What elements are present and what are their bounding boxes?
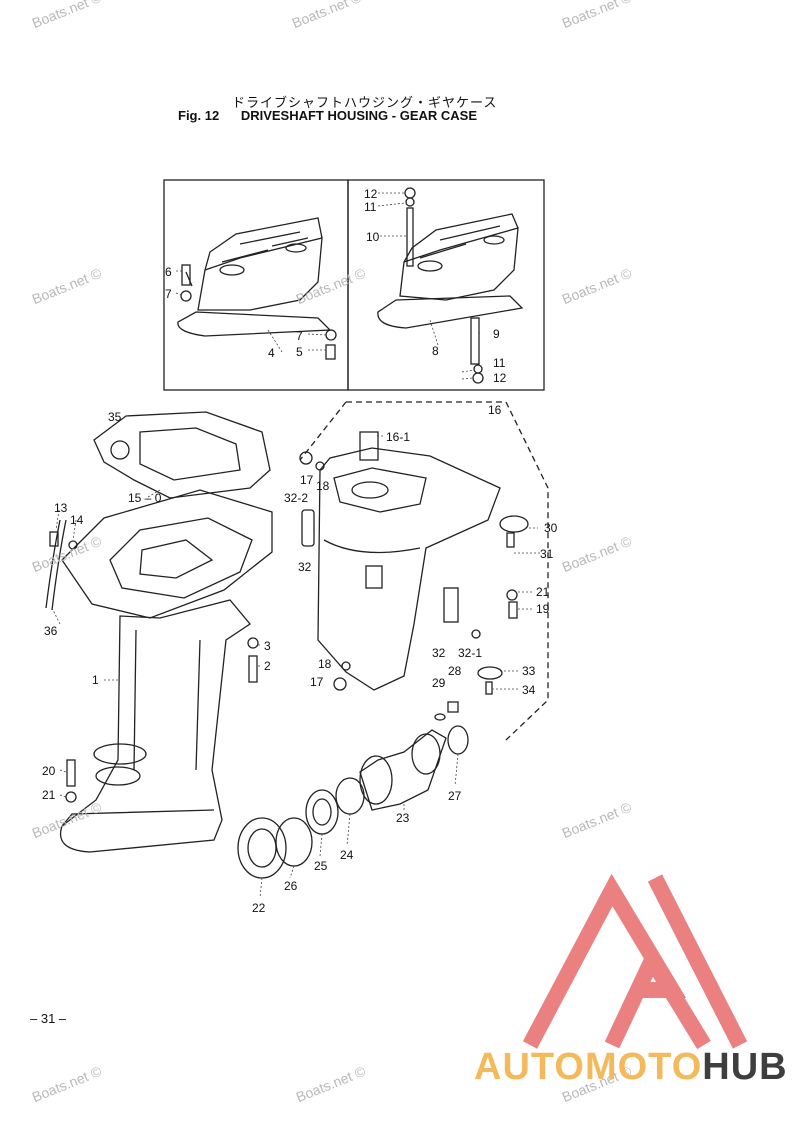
- callout-label: 35: [108, 410, 122, 424]
- page-number: – 31 –: [30, 1011, 67, 1026]
- callout-label: 7: [165, 287, 172, 301]
- callout-label: 14: [70, 513, 84, 527]
- inset-box-right: [347, 179, 545, 391]
- figure-caption: DRIVESHAFT HOUSING - GEAR CASE: [240, 108, 477, 123]
- seal-25: [305, 789, 339, 835]
- brand-logo: AUTOMOTOHUB: [474, 1046, 788, 1089]
- callout-label: 10: [366, 230, 380, 244]
- callout-label: 23: [396, 811, 410, 825]
- callout-label: 21: [42, 788, 56, 802]
- bearing-22: [237, 817, 287, 879]
- callout-label: 19: [536, 602, 550, 616]
- callout-label: 4: [268, 346, 275, 360]
- callout-label: 3: [264, 639, 271, 653]
- callout-label: 6: [165, 265, 172, 279]
- callout-label: 8: [432, 344, 439, 358]
- logo-text-primary: AUTOMOTO: [474, 1046, 703, 1088]
- callout-label: 13: [54, 501, 68, 515]
- callout-label: 12: [493, 371, 507, 385]
- housing-top-plate: [61, 489, 273, 619]
- callout-label: 31: [540, 547, 554, 561]
- callout-label: 5: [296, 345, 303, 359]
- japanese-title: ドライブシャフトハウジング・ギヤケース: [232, 95, 498, 110]
- callout-label: 18: [316, 479, 330, 493]
- callout-label: 27: [448, 789, 462, 803]
- seal-27: [447, 725, 469, 755]
- o-ring-26: [275, 817, 313, 867]
- callout-label: 24: [340, 848, 354, 862]
- callout-label: 34: [522, 683, 536, 697]
- callout-label: 9: [493, 327, 500, 341]
- callout-label: 18: [318, 657, 332, 671]
- callout-label: 32-2: [284, 491, 309, 505]
- adaptor-plate-4: [177, 311, 332, 337]
- anode-33: [477, 666, 503, 680]
- callout-label: 30: [544, 521, 558, 535]
- callout-label: 32: [432, 646, 446, 660]
- callout-label: 26: [284, 879, 298, 893]
- callout-label: 25: [314, 859, 328, 873]
- logo-mark: [522, 873, 748, 1050]
- callout-label: 15 – 0: [128, 491, 162, 505]
- callout-label: 28: [448, 664, 462, 678]
- driveshaft-housing-1: [60, 599, 251, 853]
- figure-number: Fig. 12: [178, 108, 220, 123]
- callout-label: 12: [364, 187, 378, 201]
- gasket-35: [93, 411, 271, 499]
- callout-label: 2: [264, 659, 271, 673]
- callout-label: 17: [300, 473, 314, 487]
- propeller-shaft-housing-23: [359, 729, 447, 811]
- callout-label: 36: [44, 624, 58, 638]
- callout-label: 21: [536, 585, 550, 599]
- callout-label: 29: [432, 676, 446, 690]
- callout-label: 33: [522, 664, 536, 678]
- gear-case-16: [317, 447, 501, 691]
- callout-label: 1: [92, 673, 99, 687]
- logo-text-secondary: HUB: [702, 1046, 788, 1088]
- callout-label: 22: [252, 901, 266, 915]
- callout-label: 32: [298, 560, 312, 574]
- callout-label: 17: [310, 675, 324, 689]
- callout-label: 16-1: [386, 430, 411, 444]
- callout-label: 20: [42, 764, 56, 778]
- callout-label: 11: [493, 356, 506, 370]
- callout-label: 7: [296, 329, 303, 343]
- anode-30: [499, 515, 529, 533]
- adaptor-plate-8: [377, 295, 524, 329]
- figure-title: Fig. 12 DRIVESHAFT HOUSING - GEAR CASE: [178, 108, 477, 123]
- callout-label: 32-1: [458, 646, 483, 660]
- callout-label: 16: [488, 403, 502, 417]
- callout-label: 11: [364, 200, 377, 214]
